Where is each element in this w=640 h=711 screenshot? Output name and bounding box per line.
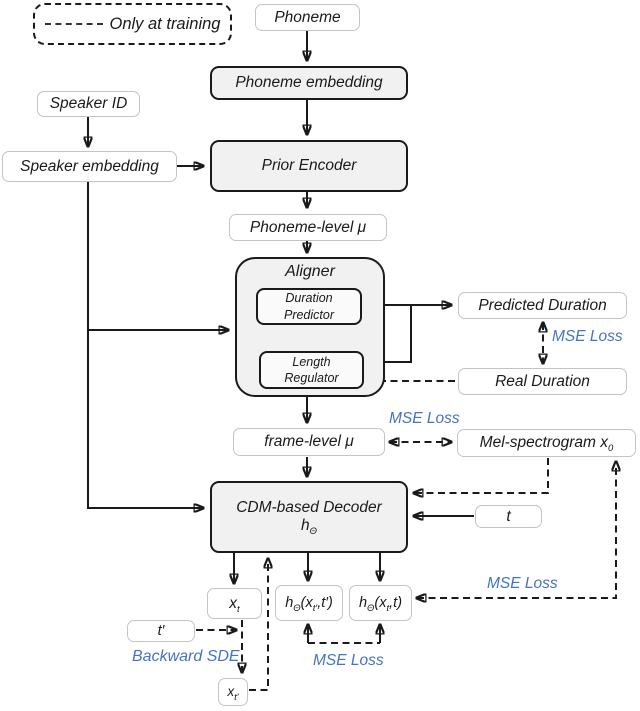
h-theta-xtprime-label: hΘ(xt′,t′) bbox=[285, 594, 333, 614]
t-label: t bbox=[506, 507, 511, 525]
h-theta-xt-node: hΘ(xt,t) bbox=[349, 585, 412, 621]
x-t-label: xt bbox=[229, 594, 240, 615]
length-regulator-block: Length Regulator bbox=[259, 351, 364, 389]
dashed-line-sample-icon bbox=[44, 23, 103, 25]
mse-loss-frame-label: MSE Loss bbox=[389, 410, 460, 427]
frame-level-mu-node: frame-level μ bbox=[233, 428, 385, 456]
aligner-block: Aligner Duration Predictor Length Regula… bbox=[235, 257, 385, 397]
real-duration-label: Real Duration bbox=[495, 372, 590, 390]
length-regulator-line1: Length bbox=[292, 354, 331, 369]
phoneme-embedding-label: Phoneme embedding bbox=[235, 74, 383, 92]
duration-predictor-block: Duration Predictor bbox=[256, 288, 362, 325]
phoneme-node: Phoneme bbox=[255, 4, 360, 31]
mse-loss-output-label: MSE Loss bbox=[487, 575, 558, 592]
phoneme-level-mu-label: Phoneme-level μ bbox=[249, 218, 367, 236]
mel-spectrogram-node: Mel-spectrogram x0 bbox=[457, 429, 636, 457]
prior-encoder-label: Prior Encoder bbox=[261, 157, 357, 175]
h-theta-xt-label: hΘ(xt,t) bbox=[358, 594, 403, 614]
phoneme-embedding-block: Phoneme embedding bbox=[210, 66, 408, 100]
x-t-node: xt bbox=[207, 588, 262, 619]
t-prime-label: t′ bbox=[157, 622, 165, 639]
duration-predictor-line1: Duration bbox=[285, 291, 333, 306]
frame-level-mu-label: frame-level μ bbox=[264, 433, 354, 451]
mse-loss-consistency-label: MSE Loss bbox=[313, 652, 384, 669]
duration-predictor-line2: Predictor bbox=[283, 307, 335, 322]
speaker-embedding-node: Speaker embedding bbox=[2, 151, 177, 182]
length-regulator-line2: Regulator bbox=[284, 371, 339, 385]
mel-spectrogram-label: Mel-spectrogram x0 bbox=[479, 434, 614, 455]
x-t-prime-node: xt′ bbox=[218, 678, 248, 706]
cdm-decoder-line2: hΘ bbox=[300, 517, 317, 537]
prior-encoder-block: Prior Encoder bbox=[210, 140, 408, 192]
cdm-decoder-block: CDM-based Decoder hΘ bbox=[210, 481, 408, 553]
x-t-prime-label: xt′ bbox=[227, 684, 239, 704]
cdm-decoder-line1: CDM-based Decoder bbox=[236, 499, 382, 517]
backward-sde-label: Backward SDE bbox=[132, 648, 240, 665]
legend-only-at-training: Only at training bbox=[33, 3, 232, 45]
phoneme-level-mu-node: Phoneme-level μ bbox=[229, 214, 387, 241]
mse-loss-duration-label: MSE Loss bbox=[552, 328, 623, 345]
predicted-duration-label: Predicted Duration bbox=[478, 296, 607, 314]
phoneme-label: Phoneme bbox=[274, 8, 341, 26]
speaker-id-node: Speaker ID bbox=[37, 91, 140, 117]
legend-label: Only at training bbox=[109, 14, 221, 33]
t-prime-node: t′ bbox=[127, 620, 195, 642]
h-theta-xtprime-node: hΘ(xt′,t′) bbox=[275, 585, 343, 621]
speaker-embedding-label: Speaker embedding bbox=[20, 157, 159, 175]
t-node: t bbox=[475, 505, 542, 528]
speaker-id-label: Speaker ID bbox=[49, 95, 128, 113]
aligner-title: Aligner bbox=[285, 263, 335, 280]
predicted-duration-node: Predicted Duration bbox=[458, 292, 627, 319]
real-duration-node: Real Duration bbox=[458, 368, 627, 395]
